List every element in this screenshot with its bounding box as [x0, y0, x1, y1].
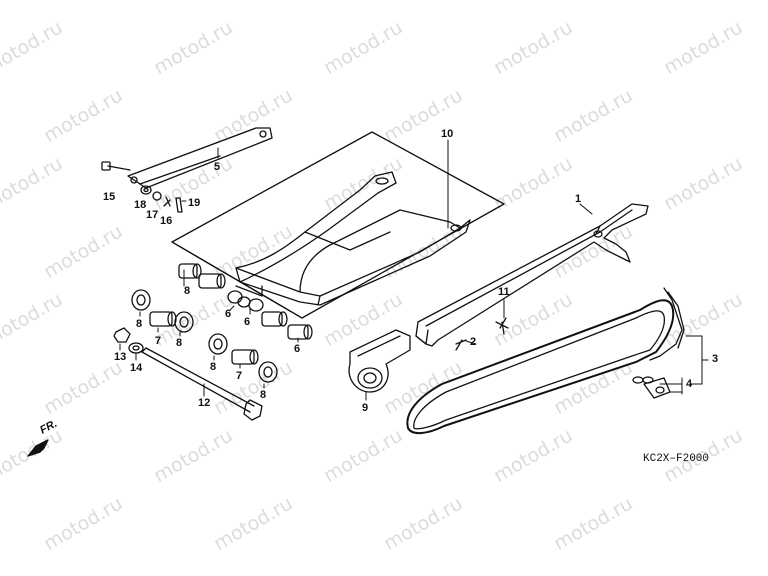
- chain-case: [415, 203, 649, 347]
- callout-8-d: 8: [210, 361, 217, 373]
- callout-6-c: 6: [294, 343, 301, 355]
- callout-15: 15: [103, 191, 116, 203]
- link-rod: [127, 127, 273, 189]
- leader-lines: [119, 139, 709, 401]
- callout-3: 3: [712, 353, 719, 365]
- front-arrow-icon: [27, 439, 49, 457]
- callout-13: 13: [114, 351, 127, 363]
- diagram-code: KC2X–F2000: [643, 453, 710, 465]
- callout-9: 9: [362, 402, 369, 414]
- pivot-bolt: [141, 347, 263, 421]
- callout-14: 14: [130, 362, 143, 374]
- callout-7-b: 7: [236, 370, 243, 382]
- callout-2: 2: [470, 336, 477, 348]
- callout-8-b: 8: [136, 318, 143, 330]
- callout-10: 10: [441, 128, 454, 140]
- master-link: [632, 376, 671, 399]
- callout-16: 16: [160, 215, 173, 227]
- callout-8-c: 8: [176, 337, 183, 349]
- swingarm: [235, 171, 471, 306]
- callout-6-a: 6: [225, 308, 232, 320]
- left-bearings: [131, 289, 278, 383]
- callout-4: 4: [686, 378, 693, 390]
- callout-1: 1: [575, 193, 582, 205]
- bolt-15: [101, 161, 131, 171]
- callout-6-b: 6: [244, 316, 251, 328]
- callout-19: 19: [188, 197, 201, 209]
- drive-chain: [406, 287, 685, 434]
- pivot-bushings: [178, 263, 313, 340]
- callout-17: 17: [146, 209, 159, 221]
- callout-5: 5: [214, 161, 221, 173]
- chain-slider: [348, 329, 411, 393]
- callout-8-e: 8: [260, 389, 267, 401]
- callout-11: 11: [498, 286, 510, 298]
- callout-8-a: 8: [184, 285, 191, 297]
- callout-12: 12: [198, 397, 211, 409]
- callout-7-a: 7: [155, 335, 162, 347]
- callout-18: 18: [134, 199, 147, 211]
